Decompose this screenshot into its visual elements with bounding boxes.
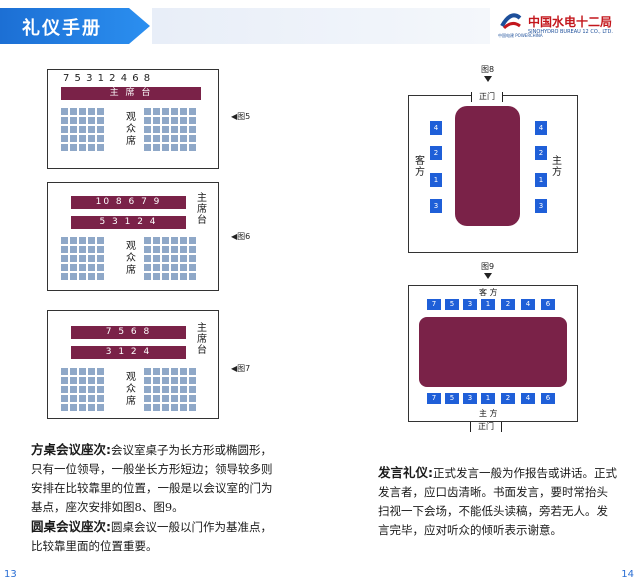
meeting-table	[455, 106, 520, 226]
title-band: 礼仪手册	[0, 8, 150, 44]
figure-5-ref: ◀图5	[231, 112, 251, 121]
header-stripe	[152, 8, 490, 44]
round-table-title: 圆桌会议座次:	[31, 519, 111, 534]
audience-seats-left	[61, 368, 104, 411]
diagram-6: 10 8 6 7 9 5 3 1 2 4 主席台 观众席	[47, 182, 219, 291]
main-door: 正门	[471, 91, 503, 102]
logo-company-english: SINOHYDRO BUREAU 12 CO., LTD.	[528, 29, 613, 35]
stage-bar: 主 席 台	[61, 87, 201, 100]
figure-9-room: 客 方 7 5 3 1 2 4 6 7 5 3 1 2 4 6 主 方	[408, 285, 578, 422]
front-row-1: 7 5 6 8	[71, 326, 186, 339]
diagram-5: 7 5 3 1 2 4 6 8 主 席 台 观众席	[47, 69, 219, 169]
audience-seats-left	[61, 108, 104, 151]
audience-seats-right	[144, 108, 196, 151]
guest-seat: 2	[430, 146, 442, 160]
front-row-2: 5 3 1 2 4	[71, 216, 186, 229]
round-table-paragraph: 圆桌会议座次:圆桌会议一般以门作为基准点，比较靠里面的位置重要。	[31, 517, 281, 556]
guest-seat: 3	[430, 199, 442, 213]
figure-8-label: 图8	[481, 65, 495, 74]
figure-6-ref: ◀图6	[231, 232, 251, 241]
page-header: 礼仪手册 中国水电十二局 SINOHYDRO BUREAU 12 CO., LT…	[0, 0, 640, 44]
square-table-paragraph: 方桌会议座次:会议室桌子为长方形或椭圆形，只有一位领导，一般坐长方形短边；领导较…	[31, 440, 281, 517]
figure-8-room: 正门 客方 主方 4 2 1 3 4 2 1 3	[408, 91, 578, 253]
audience-label: 观众席	[126, 241, 136, 276]
host-seat: 2	[501, 393, 515, 404]
square-table-title: 方桌会议座次:	[31, 442, 111, 457]
stage-side-label: 主席台	[197, 193, 207, 226]
page-number-left: 13	[4, 569, 17, 580]
diagram-7: 7 5 6 8 3 1 2 4 主席台 观众席	[47, 310, 219, 419]
round-table-body: 圆桌会议一般以门作为基准点，比较靠里面的位置重要。	[31, 520, 272, 553]
front-row-1: 10 8 6 7 9	[71, 196, 186, 209]
company-logo: 中国水电十二局 SINOHYDRO BUREAU 12 CO., LTD. 中国…	[498, 10, 638, 42]
host-label: 主方	[552, 156, 562, 178]
speech-etiquette-body: 正式发言一般为作报告或讲话。正式发言者，应口齿清晰。书面发言，要时常抬头扫视一下…	[378, 466, 617, 537]
stage-side-label: 主席台	[197, 323, 207, 356]
arrow-down-icon	[484, 76, 492, 82]
company-logo-icon	[500, 13, 522, 30]
host-seat: 2	[535, 146, 547, 160]
guest-seat: 1	[481, 299, 495, 310]
host-seat: 3	[463, 393, 477, 404]
guest-seat: 7	[427, 299, 441, 310]
audience-label: 观众席	[126, 112, 136, 147]
figure-7-ref: ◀图7	[231, 364, 251, 373]
host-seat: 7	[427, 393, 441, 404]
arrow-down-icon	[484, 273, 492, 279]
host-seat: 3	[535, 199, 547, 213]
host-seat: 4	[521, 393, 535, 404]
host-seat: 5	[445, 393, 459, 404]
host-seat: 4	[535, 121, 547, 135]
logo-group-name: 中国电建 POWERCHINA	[498, 33, 543, 38]
audience-seats-right	[144, 237, 196, 280]
guest-seat: 3	[463, 299, 477, 310]
speech-etiquette-title: 发言礼仪:	[378, 465, 433, 480]
audience-seats-right	[144, 368, 196, 411]
guest-seat: 4	[521, 299, 535, 310]
speech-etiquette-paragraph: 发言礼仪:正式发言一般为作报告或讲话。正式发言者，应口齿清晰。书面发言，要时常抬…	[378, 463, 618, 540]
logo-company-name: 中国水电十二局	[528, 15, 613, 29]
page-title: 礼仪手册	[22, 18, 102, 39]
front-row-2: 3 1 2 4	[71, 346, 186, 359]
page-number-right: 14	[621, 569, 634, 580]
audience-seats-left	[61, 237, 104, 280]
guest-seat: 1	[430, 173, 442, 187]
guest-label: 客 方	[479, 288, 498, 297]
guest-label: 客方	[415, 156, 425, 178]
guest-seat: 6	[541, 299, 555, 310]
host-seat: 1	[535, 173, 547, 187]
figure-9-label: 图9	[481, 262, 495, 271]
audience-label: 观众席	[126, 372, 136, 407]
host-seat: 6	[541, 393, 555, 404]
guest-seat: 5	[445, 299, 459, 310]
guest-seat: 4	[430, 121, 442, 135]
main-door: 正门	[470, 421, 502, 432]
square-table-body: 会议室桌子为长方形或椭圆形，只有一位领导，一般坐长方形短边；领导较多则安排在比较…	[31, 443, 273, 514]
host-seat: 1	[481, 393, 495, 404]
guest-seat: 2	[501, 299, 515, 310]
meeting-table	[419, 317, 567, 387]
seat-order-numbers: 7 5 3 1 2 4 6 8	[63, 73, 152, 84]
host-label: 主 方	[479, 409, 498, 418]
